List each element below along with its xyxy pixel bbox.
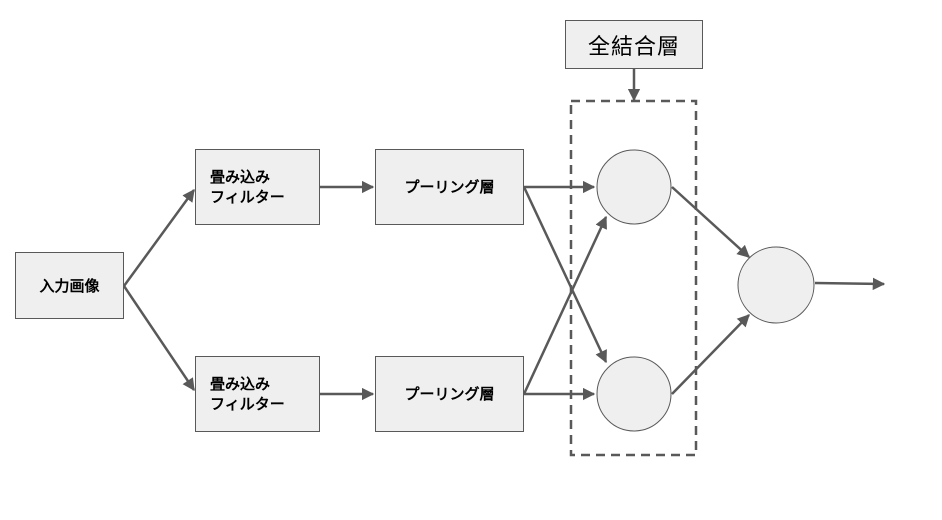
pooling-bottom-box: プーリング層 bbox=[375, 356, 524, 432]
fc-node-top bbox=[596, 149, 672, 225]
input-image-box: 入力画像 bbox=[15, 252, 124, 319]
input-image-label: 入力画像 bbox=[39, 276, 100, 295]
arrow-input-to-conv-bottom bbox=[122, 285, 196, 392]
conv-filter-top-box: 畳み込み フィルター bbox=[195, 149, 320, 225]
arrow-node-bottom-to-output bbox=[671, 314, 750, 395]
pooling-bottom-label: プーリング層 bbox=[404, 385, 495, 403]
arrow-pool-bottom-to-node-top bbox=[522, 215, 608, 395]
fully-connected-label: 全結合層 bbox=[587, 34, 680, 60]
conv-filter-bottom-box: 畳み込み フィルター bbox=[195, 356, 320, 432]
fc-node-bottom bbox=[596, 356, 672, 432]
fully-connected-label-box: 全結合層 bbox=[565, 20, 703, 69]
arrow-output-out bbox=[814, 277, 886, 291]
arrow-input-to-conv-top bbox=[122, 188, 196, 287]
arrow-pool-top-to-node-bottom bbox=[522, 186, 608, 364]
conv-filter-bottom-label: 畳み込み フィルター bbox=[210, 375, 285, 413]
output-node bbox=[737, 246, 815, 324]
pooling-top-label: プーリング層 bbox=[404, 178, 495, 196]
arrow-node-top-to-output bbox=[671, 186, 750, 258]
pooling-top-box: プーリング層 bbox=[375, 149, 524, 225]
conv-filter-top-label: 畳み込み フィルター bbox=[210, 168, 285, 206]
